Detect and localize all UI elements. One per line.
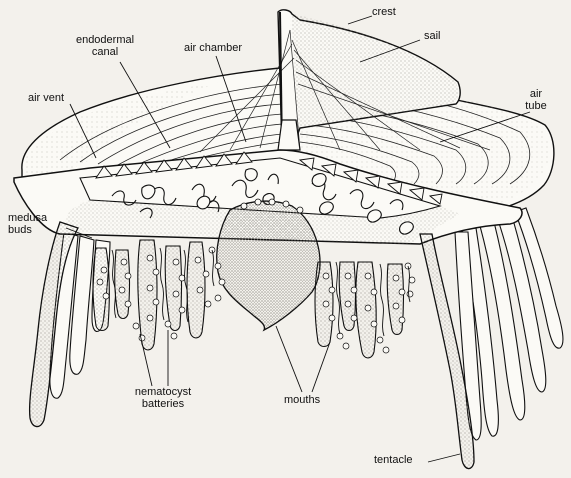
label-nematocyst-line2: batteries	[118, 398, 208, 410]
label-medusa-buds-line1: medusa	[8, 212, 47, 224]
label-nematocyst-line1: nematocyst	[118, 386, 208, 398]
label-air-tube-line1: air	[516, 88, 556, 100]
label-endodermal-canal-line2: canal	[70, 46, 140, 58]
label-air-tube-line2: tube	[516, 100, 556, 112]
left-polyps	[93, 240, 225, 350]
right-polyps	[315, 262, 415, 358]
central-mouth	[217, 199, 320, 330]
label-medusa-buds-line2: buds	[8, 224, 47, 236]
label-mouths: mouths	[284, 394, 320, 406]
label-nematocyst-batteries: nematocyst batteries	[118, 386, 208, 410]
label-endodermal-canal: endodermal canal	[70, 34, 140, 58]
leader-tentacle	[428, 454, 460, 462]
label-tentacle: tentacle	[374, 454, 413, 466]
label-crest: crest	[372, 6, 396, 18]
leader-mouths-2	[312, 342, 330, 392]
label-air-vent: air vent	[28, 92, 64, 104]
background-tentacles	[455, 208, 563, 440]
label-endodermal-canal-line1: endodermal	[70, 34, 140, 46]
label-air-tube: air tube	[516, 88, 556, 112]
leader-crest	[348, 16, 372, 24]
label-sail: sail	[424, 30, 441, 42]
label-air-chamber: air chamber	[184, 42, 242, 54]
label-medusa-buds: medusa buds	[8, 212, 47, 236]
leader-mouths-1	[276, 326, 302, 392]
